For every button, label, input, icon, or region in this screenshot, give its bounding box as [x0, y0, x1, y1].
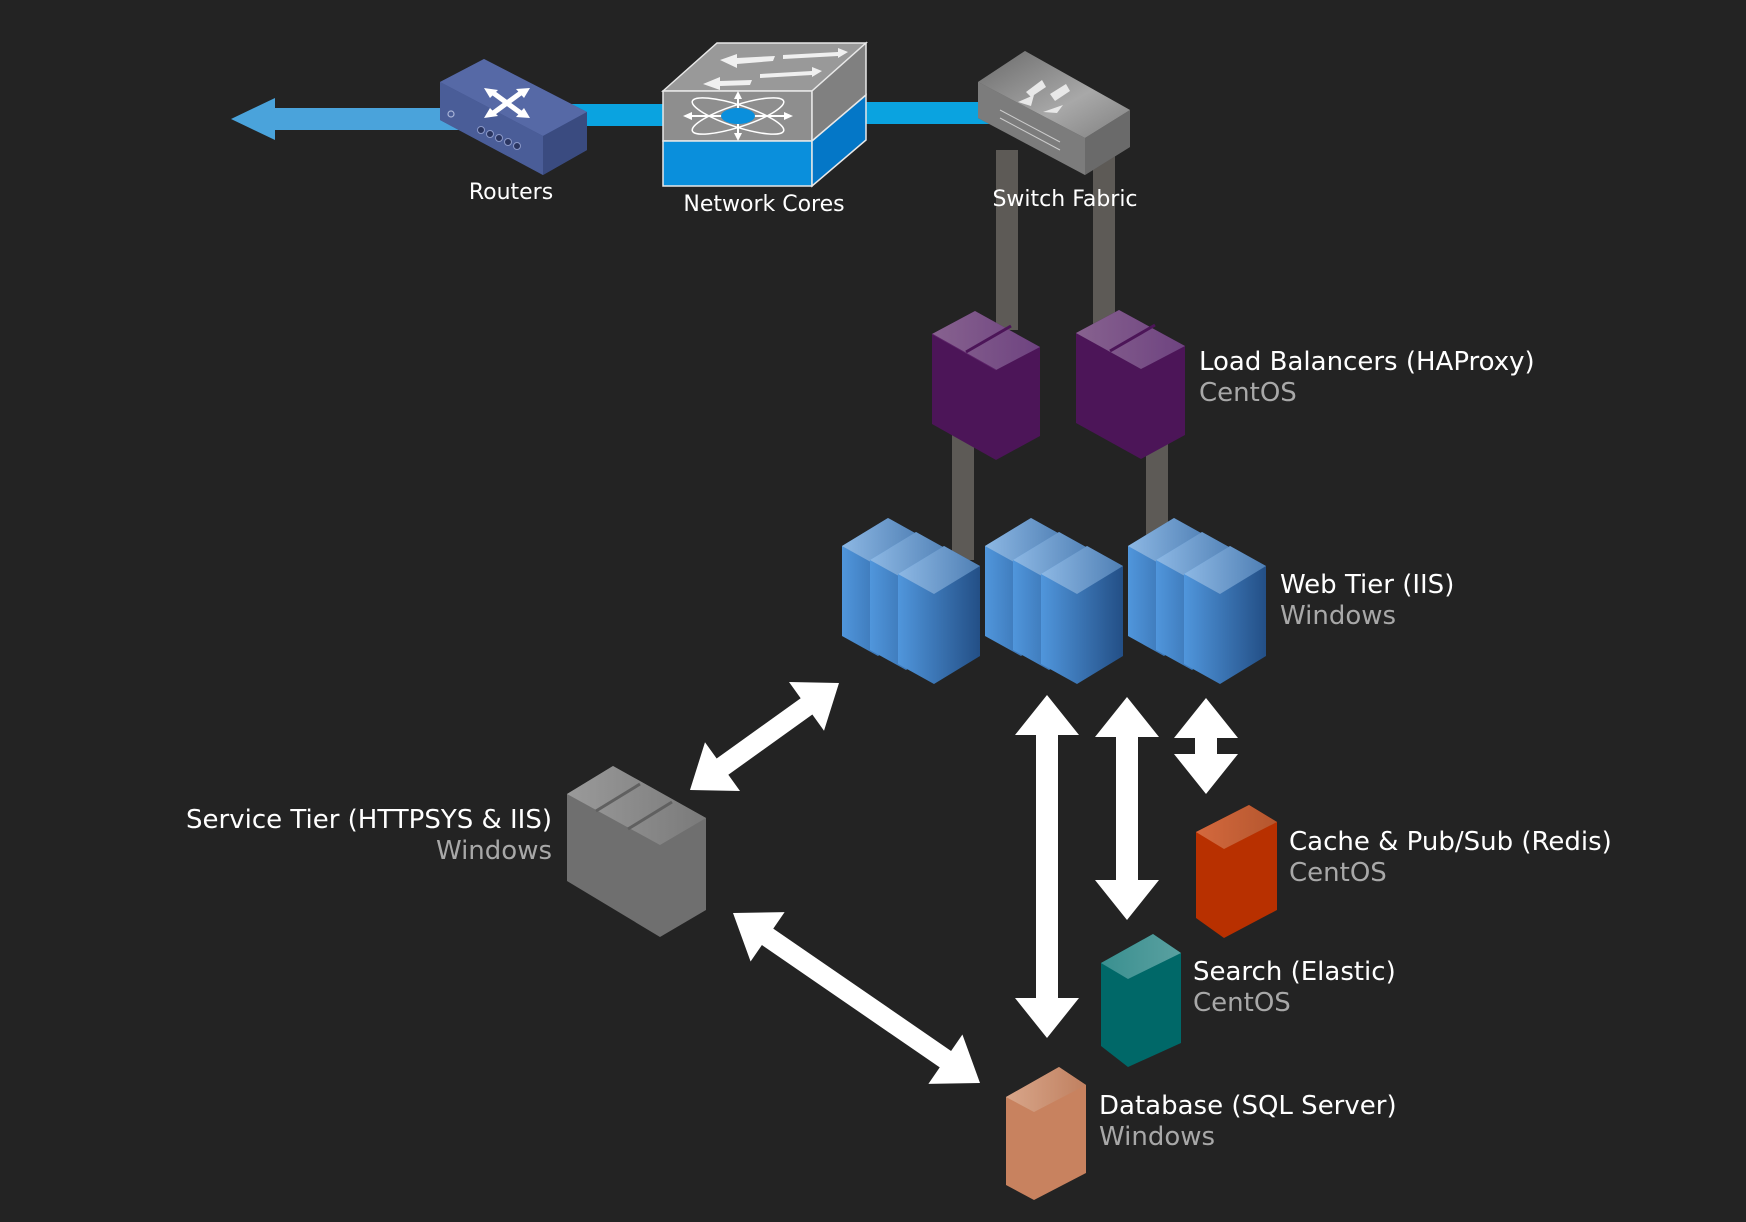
switch-icon [978, 51, 1130, 175]
arrow-web-database [1015, 695, 1079, 1038]
trunk-switch-lb1 [996, 150, 1018, 330]
arrow-web-search [1095, 697, 1159, 920]
cache-label: Cache & Pub/Sub (Redis) CentOS [1289, 827, 1612, 889]
tier-os: Windows [1280, 601, 1397, 632]
uplink-arrow [231, 98, 468, 140]
routers-label: Routers [468, 180, 554, 205]
tier-os: Windows [1099, 1122, 1216, 1153]
arrow-service-database [733, 912, 980, 1084]
database-label: Database (SQL Server) Windows [1099, 1091, 1397, 1153]
arrow-web-cache [1174, 698, 1238, 794]
router-core-link [560, 104, 670, 126]
web-server [898, 546, 980, 684]
connection-arrows [690, 681, 1238, 1084]
search-label: Search (Elastic) CentOS [1193, 957, 1396, 1019]
web-server [1041, 546, 1123, 684]
web-server [1184, 546, 1266, 684]
tier-title: Cache & Pub/Sub (Redis) [1289, 827, 1612, 857]
load-balancer-server [1076, 310, 1185, 459]
arrow-web-service [690, 681, 839, 792]
router-icon [440, 59, 587, 175]
trunk-lb1-web [952, 430, 974, 560]
tier-title: Search (Elastic) [1193, 957, 1396, 987]
database-server [1006, 1067, 1086, 1200]
service-tier-server [567, 766, 706, 937]
tier-os: CentOS [1199, 378, 1297, 409]
tier-title: Load Balancers (HAProxy) [1199, 347, 1535, 377]
core-switch-icon [661, 41, 868, 188]
tier-title: Service Tier (HTTPSYS & IIS) [186, 805, 552, 835]
network-cores-label: Network Cores [683, 192, 845, 217]
tier-os: CentOS [1193, 988, 1291, 1019]
tier-os: CentOS [1289, 858, 1387, 889]
tier-title: Database (SQL Server) [1099, 1091, 1397, 1121]
switch-fabric-label: Switch Fabric [992, 187, 1138, 212]
trunk-switch-lb2 [1093, 150, 1115, 330]
web-tier-servers [842, 518, 1266, 684]
core-switch-link [860, 102, 990, 124]
cache-server [1196, 805, 1277, 938]
load-balancers-label: Load Balancers (HAProxy) CentOS [1199, 347, 1535, 409]
search-server [1101, 934, 1181, 1067]
service-tier-label: Service Tier (HTTPSYS & IIS) Windows [186, 805, 552, 867]
web-tier-label: Web Tier (IIS) Windows [1280, 570, 1454, 632]
tier-title: Web Tier (IIS) [1280, 570, 1455, 600]
load-balancer-server [931, 311, 1040, 460]
tier-os: Windows [435, 836, 552, 867]
